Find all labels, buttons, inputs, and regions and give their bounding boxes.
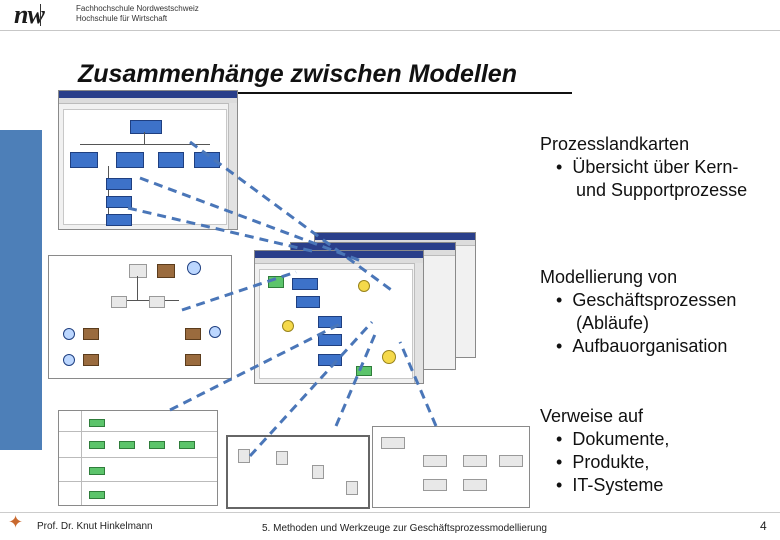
page-number: 4 <box>760 519 767 533</box>
organisation-screenshot <box>48 255 232 379</box>
section-references: Verweise auf • Dokumente, • Produkte, • … <box>540 406 670 495</box>
rooster-icon: ✦ <box>8 512 24 532</box>
logo-divider <box>40 4 41 26</box>
school-name: Fachhochschule Nordwestschweiz Hochschul… <box>76 4 199 23</box>
slide-title: Zusammenhänge zwischen Modellen <box>78 60 517 88</box>
footer-author: Prof. Dr. Knut Hinkelmann <box>37 521 153 532</box>
process-model-screenshot <box>254 250 424 384</box>
footer-course: 5. Methoden und Werkzeuge zur Geschäftsp… <box>262 523 547 534</box>
accent-bar <box>0 130 42 450</box>
footer-divider <box>0 512 780 513</box>
swimlane-screenshot <box>58 410 218 506</box>
title-underline <box>78 92 572 94</box>
section-modelling: Modellierung von • Geschäftsprozessen (A… <box>540 267 737 356</box>
products-screenshot <box>372 426 530 508</box>
document-model-screenshot <box>226 435 370 509</box>
section-process-maps: Prozesslandkarten • Übersicht über Kern-… <box>540 134 748 200</box>
process-map-screenshot <box>58 90 238 230</box>
school-logo: nw <box>14 0 45 29</box>
header-divider <box>0 30 780 31</box>
header: nw Fachhochschule Nordwestschweiz Hochsc… <box>0 0 780 60</box>
